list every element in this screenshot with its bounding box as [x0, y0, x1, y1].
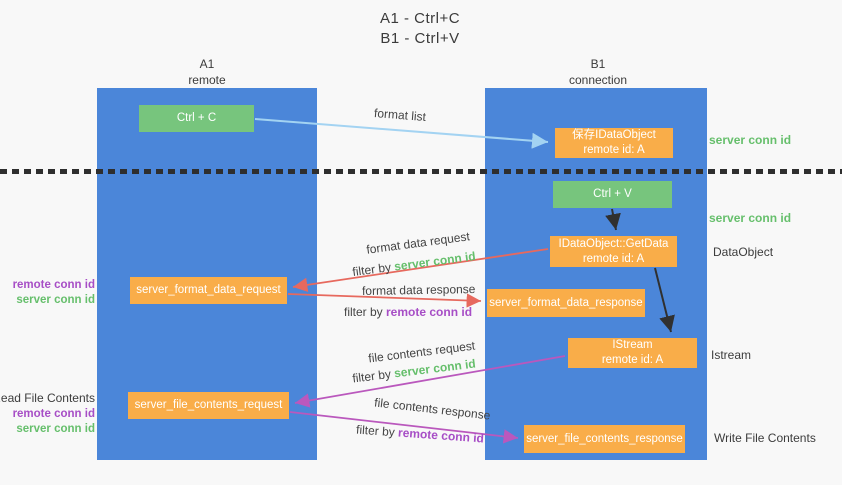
- node-save-idataobject: 保存IDataObject remote id: A: [555, 128, 673, 158]
- lane-a1-title: A1: [199, 57, 215, 71]
- filter-by-text: filter by: [351, 259, 396, 280]
- node-getdata-line1: IDataObject::GetData: [558, 237, 669, 250]
- lane-a1-subtitle: remote: [188, 72, 226, 87]
- filter-by-text: filter by: [355, 422, 399, 440]
- lane-header-a1: A1 remote: [147, 57, 267, 88]
- node-ctrl-c: Ctrl + C: [139, 105, 254, 132]
- remote-conn-id-text: remote conn id: [397, 425, 485, 446]
- server-conn-id-text: server conn id: [393, 248, 477, 274]
- edge-label-format-data-response: format data response: [361, 282, 476, 298]
- lane-b1-subtitle: connection: [568, 72, 628, 87]
- left-server-conn-id-2: server conn id: [16, 422, 95, 435]
- right-label-istream: Istream: [711, 348, 752, 362]
- left-conn-id-pair-file: remote conn id server conn id: [13, 407, 95, 437]
- node-format-request-label: server_format_data_request: [136, 284, 281, 297]
- node-server-format-data-response: server_format_data_response: [487, 289, 645, 317]
- node-ctrl-c-label: Ctrl + C: [176, 112, 217, 125]
- node-server-format-data-request: server_format_data_request: [130, 277, 287, 304]
- node-idataobject-getdata: IDataObject::GetData remote id: A: [550, 236, 677, 267]
- remote-conn-id-text: remote conn id: [386, 305, 473, 319]
- node-file-response-label: server_file_contents_response: [526, 432, 683, 445]
- left-remote-conn-id-2: remote conn id: [12, 408, 95, 420]
- diagram-title: A1 - Ctrl+C B1 - Ctrl+V: [315, 9, 525, 50]
- left-server-conn-id-1: server conn id: [16, 293, 95, 306]
- right-label-dataobject: DataObject: [713, 245, 774, 259]
- right-label-write-file-contents: Write File Contents: [714, 431, 816, 445]
- title-line-a1: A1 - Ctrl+C: [379, 10, 461, 27]
- edge-label-format-list: format list: [373, 105, 427, 125]
- filter-by-text: filter by: [344, 305, 387, 319]
- lane-b1-title: B1: [590, 57, 606, 71]
- left-remote-conn-id-1: remote conn id: [12, 279, 95, 291]
- lane-header-b1: B1 connection: [538, 57, 658, 88]
- node-file-request-label: server_file_contents_request: [134, 399, 283, 412]
- right-label-server-conn-id-mid: server conn id: [709, 211, 792, 225]
- node-ctrl-v: Ctrl + V: [553, 181, 672, 208]
- node-server-file-contents-response: server_file_contents_response: [524, 425, 685, 453]
- node-istream-line1: IStream: [612, 339, 653, 352]
- node-getdata-line2: remote id: A: [582, 252, 645, 265]
- node-save-idataobject-line1: 保存IDataObject: [572, 129, 656, 142]
- edge-label-filter-remote-2: filter by remote conn id: [356, 423, 485, 446]
- node-save-idataobject-line2: remote id: A: [583, 144, 645, 156]
- left-label-read-file-contents: Read File Contents: [0, 391, 95, 405]
- node-istream-line2: remote id: A: [601, 354, 664, 366]
- left-conn-id-pair-format: remote conn id server conn id: [13, 278, 95, 308]
- node-server-file-contents-request: server_file_contents_request: [128, 392, 289, 419]
- title-line-b1: B1 - Ctrl+V: [380, 30, 460, 48]
- edge-label-filter-remote-1: filter by remote conn id: [344, 305, 472, 319]
- node-istream: IStream remote id: A: [568, 338, 697, 368]
- dotted-separator: [0, 169, 842, 174]
- edge-label-file-contents-response: file contents response: [373, 395, 492, 423]
- filter-by-text: filter by: [351, 366, 396, 386]
- node-ctrl-v-label: Ctrl + V: [593, 188, 632, 201]
- node-format-response-label: server_format_data_response: [489, 296, 643, 309]
- right-label-server-conn-id-top: server conn id: [709, 133, 792, 147]
